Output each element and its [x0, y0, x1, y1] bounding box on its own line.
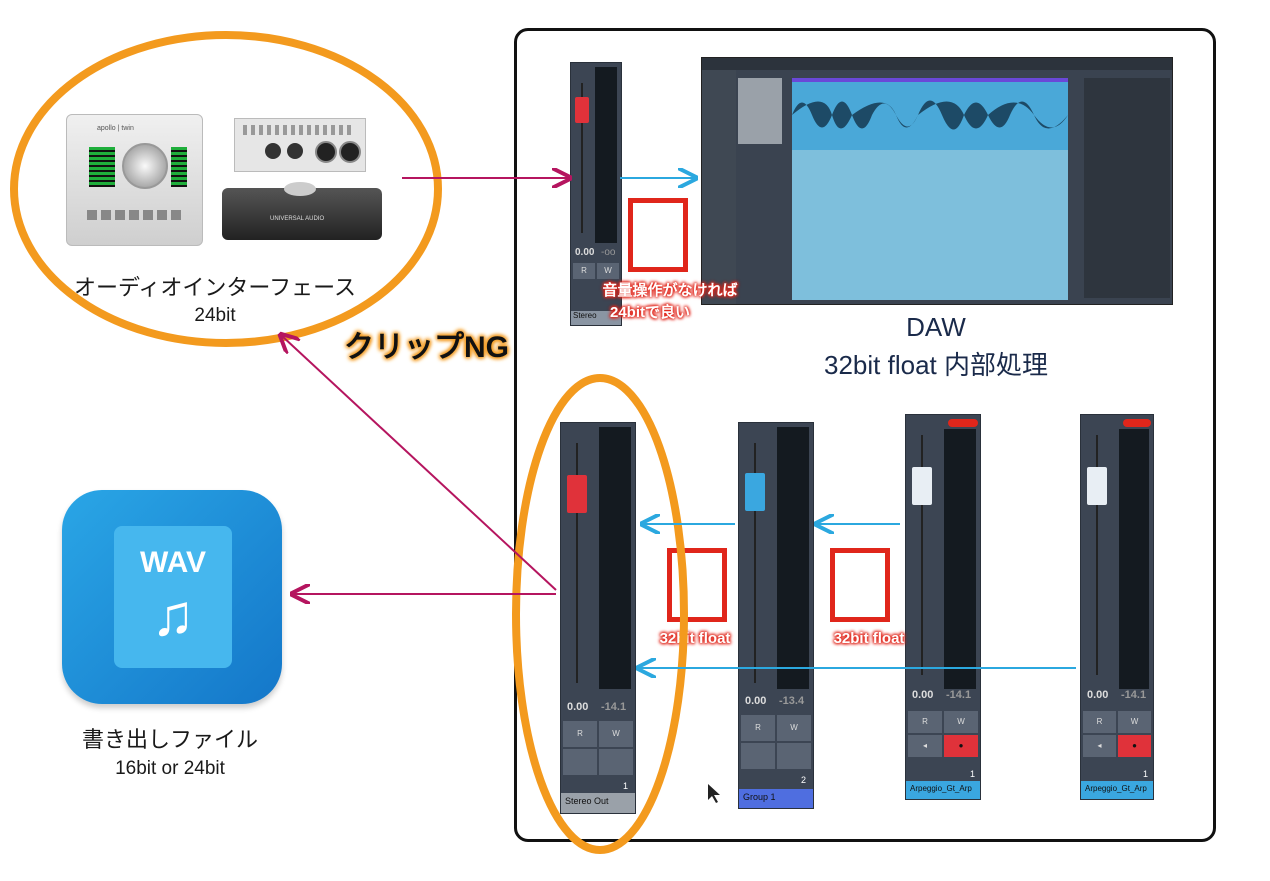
float-note-right: 32bit float	[804, 628, 934, 650]
export-bits: 16bit or 24bit	[20, 758, 320, 780]
wav-file-icon: WAV ♫	[62, 490, 282, 704]
channel-number: 1	[970, 769, 975, 779]
write-button[interactable]: W	[597, 263, 619, 279]
gain-value: 0.00	[912, 689, 933, 701]
fader-knob-white[interactable]	[1087, 467, 1107, 505]
record-button[interactable]: ●	[1118, 735, 1151, 757]
io-rear-device	[234, 118, 366, 172]
twin-x-device: UNIVERSAL AUDIO	[222, 188, 382, 240]
fader-knob-white[interactable]	[912, 467, 932, 505]
empty-button[interactable]	[741, 743, 775, 769]
channel-name: Arpeggio_Gt_Arp	[906, 781, 980, 799]
speaker-button[interactable]: ◂	[908, 735, 942, 757]
read-button[interactable]: R	[1083, 711, 1116, 733]
gain-value: 0.00	[745, 695, 766, 707]
write-button[interactable]: W	[777, 715, 811, 741]
daw-title: DAW	[800, 310, 1072, 344]
peak-value: -14.1	[946, 689, 971, 701]
track-lane	[792, 150, 1068, 300]
peak-value: -13.4	[779, 695, 804, 707]
daw-subtitle: 32bit float 内部処理	[780, 348, 1092, 382]
waveform-icon	[792, 80, 1068, 150]
audio-clip	[792, 80, 1068, 150]
daw-toolbar	[702, 58, 1172, 70]
track-header	[738, 78, 782, 144]
clip-indicator	[1123, 419, 1151, 427]
fader-knob-red[interactable]	[575, 97, 589, 123]
top-note-line1: 音量操作がなければ	[580, 280, 760, 302]
music-note-icon: ♫	[114, 582, 232, 649]
clip-indicator	[948, 419, 978, 427]
peak-value: -oo	[601, 247, 615, 258]
channel-name: Stereo Out	[561, 793, 635, 813]
meter-icon	[171, 147, 187, 187]
meter	[595, 67, 617, 243]
speaker-button[interactable]: ◂	[1083, 735, 1116, 757]
channel-number: 1	[1143, 769, 1148, 779]
buttons-row-icon	[87, 210, 182, 220]
red-box-right	[830, 548, 890, 622]
meter-icon	[89, 147, 115, 187]
peak-value: -14.1	[601, 701, 626, 713]
export-label: 書き出しファイル	[20, 722, 320, 754]
right-zone	[1084, 78, 1170, 298]
read-button[interactable]: R	[908, 711, 942, 733]
top-note-line2: 24bitで良い	[560, 302, 740, 324]
channel-name: Arpeggio_Gt_Arp	[1081, 781, 1153, 799]
meter	[599, 427, 631, 689]
write-button[interactable]: W	[599, 721, 633, 747]
channel-strip-stereo-out: 0.00 -14.1 R W 1 Stereo Out	[560, 422, 636, 814]
channel-name: Group 1	[739, 789, 813, 808]
interface-label: オーディオインターフェース	[40, 270, 390, 302]
daw-window	[701, 57, 1173, 305]
red-box-left	[667, 548, 727, 622]
apollo-twin-device: apollo | twin	[66, 114, 203, 246]
wav-text: WAV	[114, 546, 232, 580]
fader-knob-blue[interactable]	[745, 473, 765, 511]
gain-value: 0.00	[575, 247, 594, 258]
empty-button[interactable]	[599, 749, 633, 775]
peak-value: -14.1	[1121, 689, 1146, 701]
meter	[944, 429, 976, 689]
read-button[interactable]: R	[741, 715, 775, 741]
write-button[interactable]: W	[1118, 711, 1151, 733]
meter	[1119, 429, 1149, 689]
loop-range	[792, 78, 1068, 82]
inspector	[702, 70, 736, 304]
brand-label: apollo | twin	[97, 125, 134, 132]
write-button[interactable]: W	[944, 711, 978, 733]
knob-icon	[122, 143, 168, 189]
red-box-top	[628, 198, 688, 272]
gain-value: 0.00	[1087, 689, 1108, 701]
gain-value: 0.00	[567, 701, 588, 713]
read-button[interactable]: R	[563, 721, 597, 747]
channel-strip-arpeggio-2: 0.00 -14.1 R W ◂ ● 1 Arpeggio_Gt_Arp	[1080, 414, 1154, 800]
channel-number: 2	[801, 775, 806, 785]
fader-knob-red[interactable]	[567, 475, 587, 513]
channel-number: 1	[623, 781, 628, 791]
channel-strip-arpeggio-1: 0.00 -14.1 R W ◂ ● 1 Arpeggio_Gt_Arp	[905, 414, 981, 800]
brand-label: UNIVERSAL AUDIO	[270, 216, 324, 222]
record-button[interactable]: ●	[944, 735, 978, 757]
clip-ng-label: クリップNG	[344, 322, 509, 366]
channel-strip-group: 0.00 -13.4 R W 2 Group 1	[738, 422, 814, 809]
interface-bits: 24bit	[40, 305, 390, 327]
read-button[interactable]: R	[573, 263, 595, 279]
empty-button[interactable]	[777, 743, 811, 769]
audio-interface-image: apollo | twin UNIVERSAL AUDIO	[66, 108, 396, 248]
float-note-left: 32bit float	[630, 628, 760, 650]
empty-button[interactable]	[563, 749, 597, 775]
